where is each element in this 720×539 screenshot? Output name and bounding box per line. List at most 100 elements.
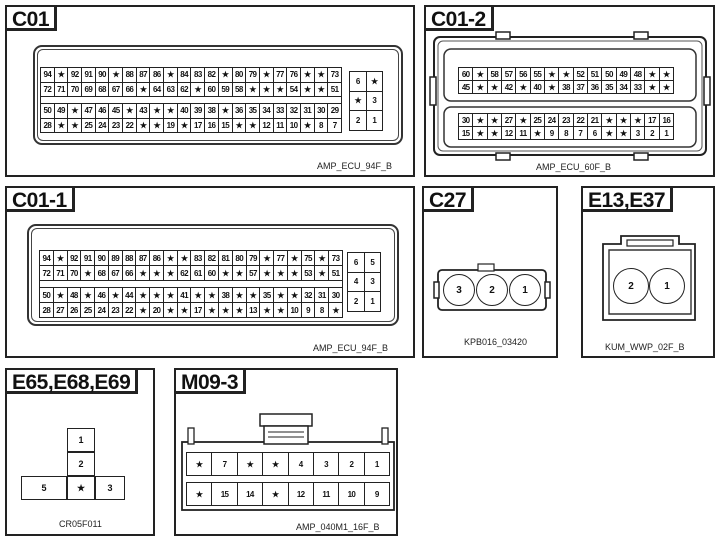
pin-9: 9 [364, 483, 389, 505]
pin-unused: ★ [177, 251, 191, 265]
pin-39: 39 [191, 104, 205, 118]
pin-8: 8 [559, 127, 573, 139]
connector-label: C01-1 [5, 186, 75, 212]
pin-unused: ★ [259, 68, 273, 82]
pin-50: 50 [41, 104, 54, 118]
pin-77: 77 [274, 251, 287, 265]
pin-61: 61 [191, 266, 205, 280]
connector-label: C27 [422, 186, 475, 212]
pin-3: 3 [366, 91, 382, 111]
pin-35: 35 [260, 288, 274, 302]
pin-unused: ★ [136, 303, 150, 317]
pin-unused: ★ [163, 266, 177, 280]
pin-unused: ★ [150, 118, 164, 132]
row-separator [40, 281, 342, 287]
pin-43: 43 [136, 104, 150, 118]
pin-3: 3 [443, 274, 475, 306]
pin-59: 59 [218, 82, 232, 96]
pin-2: 2 [67, 452, 95, 476]
pin-55: 55 [530, 68, 544, 80]
pin-3: 3 [313, 453, 339, 475]
pin-unused: ★ [177, 303, 191, 317]
pin-50: 50 [40, 288, 53, 302]
pin-53: 53 [301, 266, 315, 280]
pin-57: 57 [246, 266, 260, 280]
pin-unused: ★ [259, 82, 273, 96]
panel-c27: C27 3 2 1 KPB016_03420 [422, 186, 558, 358]
pin-45: 45 [459, 81, 473, 93]
pin-75: 75 [301, 251, 315, 265]
pin-64: 64 [150, 82, 164, 96]
pin-unused: ★ [218, 104, 232, 118]
pin-10: 10 [287, 303, 301, 317]
pin-16: 16 [205, 118, 218, 132]
pin-70: 70 [68, 82, 82, 96]
pin-unused: ★ [218, 68, 232, 82]
pin-unused: ★ [645, 81, 659, 93]
connector-caption: CR05F011 [59, 519, 102, 529]
pin-unused: ★ [150, 266, 163, 280]
pin-21: 21 [587, 114, 602, 126]
pin-unused: ★ [232, 288, 246, 302]
pin-22: 22 [123, 118, 136, 132]
pin-unused: ★ [150, 288, 163, 302]
pin-33: 33 [630, 81, 645, 93]
pin-unused: ★ [260, 303, 274, 317]
pin-unused: ★ [54, 118, 68, 132]
pin-34: 34 [259, 104, 273, 118]
pin-10: 10 [287, 118, 300, 132]
pin-27: 27 [501, 114, 516, 126]
pin-68: 68 [95, 82, 109, 96]
pin-3: 3 [630, 127, 645, 139]
pin-83: 83 [191, 68, 205, 82]
pin-unused: ★ [645, 68, 659, 80]
pin-17: 17 [645, 114, 659, 126]
pin-62: 62 [177, 266, 191, 280]
pin-unused: ★ [287, 288, 301, 302]
pin-unused: ★ [136, 288, 150, 302]
pin-7: 7 [573, 127, 587, 139]
pin-unused: ★ [150, 104, 164, 118]
pin-22: 22 [122, 303, 136, 317]
pin-79: 79 [246, 68, 259, 82]
pin-unused: ★ [187, 453, 212, 475]
pin-unused: ★ [287, 266, 301, 280]
pin-unused: ★ [315, 251, 329, 265]
pin-58: 58 [232, 82, 246, 96]
pin-17: 17 [191, 118, 205, 132]
pin-unused: ★ [260, 251, 274, 265]
pin-unused: ★ [630, 114, 645, 126]
pin-50: 50 [602, 68, 616, 80]
panel-e13-e37: E13,E37 2 1 KUM_WWP_02F_B [581, 186, 715, 358]
pin-88: 88 [123, 68, 136, 82]
pin-unused: ★ [81, 266, 95, 280]
pin-12: 12 [259, 118, 273, 132]
pin-31: 31 [300, 104, 314, 118]
pin-30: 30 [329, 288, 342, 302]
pin-7: 7 [212, 453, 237, 475]
pin-90: 90 [95, 251, 108, 265]
pin-91: 91 [81, 251, 95, 265]
pin-86: 86 [150, 251, 163, 265]
pin-36: 36 [587, 81, 602, 93]
pin-unused: ★ [53, 251, 67, 265]
pin-30: 30 [459, 114, 473, 126]
pin-unused: ★ [68, 118, 82, 132]
pin-unused: ★ [136, 118, 150, 132]
pin-unused: ★ [544, 81, 559, 93]
pin-52: 52 [573, 68, 587, 80]
pin-unused: ★ [314, 82, 328, 96]
pin-unused: ★ [544, 68, 559, 80]
pin-83: 83 [191, 251, 205, 265]
pin-6: 6 [350, 72, 366, 91]
pin-3: 3 [95, 476, 125, 500]
pin-unused: ★ [274, 303, 287, 317]
pin-1: 1 [67, 428, 95, 452]
connector-label: M09-3 [174, 368, 247, 394]
